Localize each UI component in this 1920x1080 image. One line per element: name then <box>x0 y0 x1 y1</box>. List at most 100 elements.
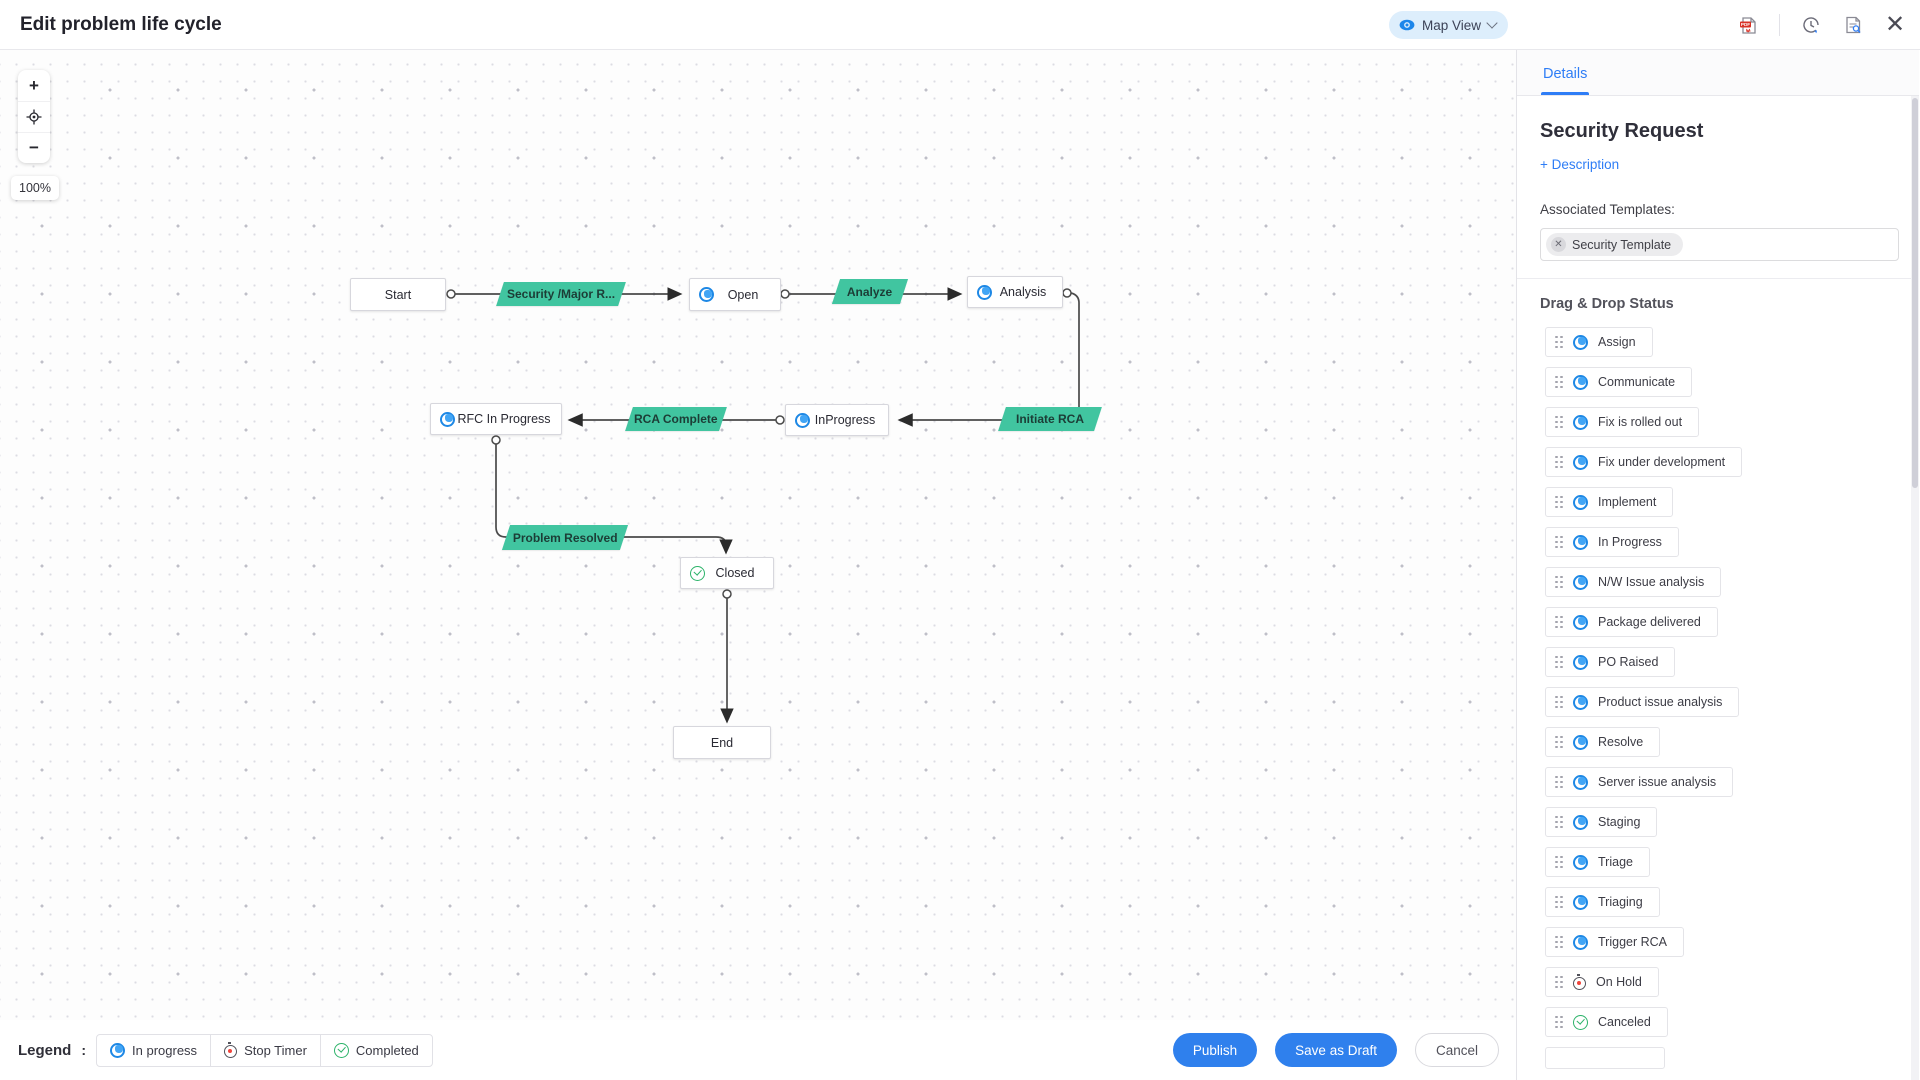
panel-scrollbar[interactable] <box>1911 96 1919 1080</box>
node-analysis[interactable]: Analysis <box>967 276 1063 308</box>
node-end[interactable]: End <box>673 726 771 759</box>
completed-icon <box>690 565 705 581</box>
node-label: Open <box>727 287 759 302</box>
center-view-button[interactable] <box>18 101 50 132</box>
drag-handle-icon[interactable] <box>1555 855 1563 869</box>
status-item-on-hold[interactable]: On Hold <box>1545 967 1659 997</box>
status-item-resolve[interactable]: Resolve <box>1545 727 1661 757</box>
completed-icon <box>333 1042 349 1058</box>
drag-handle-icon[interactable] <box>1555 415 1563 429</box>
node-closed[interactable]: Closed <box>680 557 774 589</box>
status-item-staging[interactable]: Staging <box>1545 807 1658 837</box>
transition-security-major[interactable]: Security /Major R... <box>496 282 626 306</box>
in-progress-icon <box>1573 734 1588 750</box>
status-item-canceled[interactable]: Canceled <box>1545 1007 1668 1037</box>
status-item-in-progress[interactable]: In Progress <box>1545 527 1679 557</box>
tab-details[interactable]: Details <box>1541 66 1590 95</box>
map-view-dropdown[interactable]: Map View <box>1389 11 1509 39</box>
status-item-fix-is-rolled-out[interactable]: Fix is rolled out <box>1545 407 1700 437</box>
close-icon[interactable]: ✕ <box>1884 11 1906 38</box>
status-label: N/W Issue analysis <box>1598 575 1705 589</box>
drag-handle-icon[interactable] <box>1555 655 1563 669</box>
drag-handle-icon[interactable] <box>1555 455 1563 469</box>
version-history-icon[interactable] <box>1800 14 1822 36</box>
drag-handle-icon[interactable] <box>1555 495 1563 509</box>
status-item-server-issue-analysis[interactable]: Server issue analysis <box>1545 767 1734 797</box>
legend-item-label: Stop Timer <box>244 1042 307 1058</box>
app-header: Edit problem life cycle Map View PDF <box>0 0 1920 50</box>
transition-analyze[interactable]: Analyze <box>831 279 909 304</box>
in-progress-icon <box>1573 694 1588 710</box>
status-label: Trigger RCA <box>1598 935 1667 949</box>
scrollbar-thumb[interactable] <box>1912 98 1918 488</box>
templates-input[interactable]: ✕ Security Template <box>1540 228 1899 261</box>
in-progress-icon <box>795 412 810 428</box>
in-progress-icon <box>1573 894 1588 910</box>
drag-handle-icon[interactable] <box>1555 615 1563 629</box>
save-as-draft-button[interactable]: Save as Draft <box>1275 1033 1397 1067</box>
in-progress-icon <box>1573 814 1588 830</box>
drag-handle-icon[interactable] <box>1555 975 1563 989</box>
status-item-communicate[interactable]: Communicate <box>1545 367 1693 397</box>
status-item-n-w-issue-analysis[interactable]: N/W Issue analysis <box>1545 567 1722 597</box>
drag-handle-icon[interactable] <box>1555 375 1563 389</box>
drag-handle-icon[interactable] <box>1555 335 1563 349</box>
drag-handle-icon[interactable] <box>1555 535 1563 549</box>
zoom-in-button[interactable]: + <box>29 75 39 95</box>
drag-handle-icon[interactable] <box>1555 895 1563 909</box>
export-pdf-icon[interactable]: PDF <box>1737 14 1759 36</box>
drag-handle-icon[interactable] <box>1555 775 1563 789</box>
node-inprogress[interactable]: InProgress <box>785 404 889 436</box>
remove-template-icon[interactable]: ✕ <box>1551 237 1566 252</box>
audit-log-icon[interactable] <box>1842 14 1864 36</box>
status-item-partial[interactable] <box>1545 1047 1665 1069</box>
status-label: Triaging <box>1598 895 1643 909</box>
section-divider <box>1517 278 1919 279</box>
workflow-title: Security Request <box>1540 120 1704 142</box>
status-label: Canceled <box>1598 1015 1651 1029</box>
transition-label: Security /Major R... <box>506 287 616 301</box>
status-item-package-delivered[interactable]: Package delivered <box>1545 607 1718 637</box>
in-progress-icon <box>1573 774 1588 790</box>
status-item-triaging[interactable]: Triaging <box>1545 887 1660 917</box>
legend-item-label: In progress <box>132 1042 198 1058</box>
drag-handle-icon[interactable] <box>1555 695 1563 709</box>
drag-handle-icon[interactable] <box>1555 935 1563 949</box>
associated-templates-label: Associated Templates: <box>1540 202 1675 217</box>
status-label: Staging <box>1598 815 1641 829</box>
cancel-button[interactable]: Cancel <box>1414 1033 1499 1067</box>
in-progress-icon <box>110 1042 126 1058</box>
drag-handle-icon[interactable] <box>1555 575 1563 589</box>
node-open[interactable]: Open <box>689 278 781 311</box>
zoom-out-button[interactable]: − <box>18 132 50 163</box>
status-label: Fix is rolled out <box>1598 415 1683 429</box>
status-label: Triage <box>1598 855 1633 869</box>
drag-handle-icon[interactable] <box>1555 735 1563 749</box>
node-label: Start <box>384 287 412 302</box>
chevron-down-icon <box>1486 17 1498 29</box>
status-item-trigger-rca[interactable]: Trigger RCA <box>1545 927 1684 957</box>
status-item-assign[interactable]: Assign <box>1545 327 1653 357</box>
in-progress-icon <box>699 287 714 302</box>
status-item-implement[interactable]: Implement <box>1545 487 1674 517</box>
status-item-fix-under-development[interactable]: Fix under development <box>1545 447 1743 477</box>
status-item-product-issue-analysis[interactable]: Product issue analysis <box>1545 687 1740 717</box>
transition-rca-complete[interactable]: RCA Complete <box>625 407 727 431</box>
drag-drop-status-label: Drag & Drop Status <box>1540 296 1674 312</box>
node-rfc-in-progress[interactable]: RFC In Progress <box>430 403 562 435</box>
node-label: End <box>710 735 734 750</box>
publish-button[interactable]: Publish <box>1172 1033 1258 1067</box>
node-start[interactable]: Start <box>350 278 446 311</box>
transition-problem-resolved[interactable]: Problem Resolved <box>501 525 629 550</box>
transition-initiate-rca[interactable]: Initiate RCA <box>998 407 1102 431</box>
svg-text:PDF: PDF <box>1741 22 1750 27</box>
drag-handle-icon[interactable] <box>1555 815 1563 829</box>
in-progress-icon <box>1573 654 1588 670</box>
add-description-link[interactable]: + Description <box>1540 157 1620 172</box>
status-item-triage[interactable]: Triage <box>1545 847 1650 877</box>
drag-handle-icon[interactable] <box>1555 1015 1563 1029</box>
workflow-canvas[interactable]: + − 100% <box>0 50 1517 1080</box>
status-item-po-raised[interactable]: PO Raised <box>1545 647 1676 677</box>
